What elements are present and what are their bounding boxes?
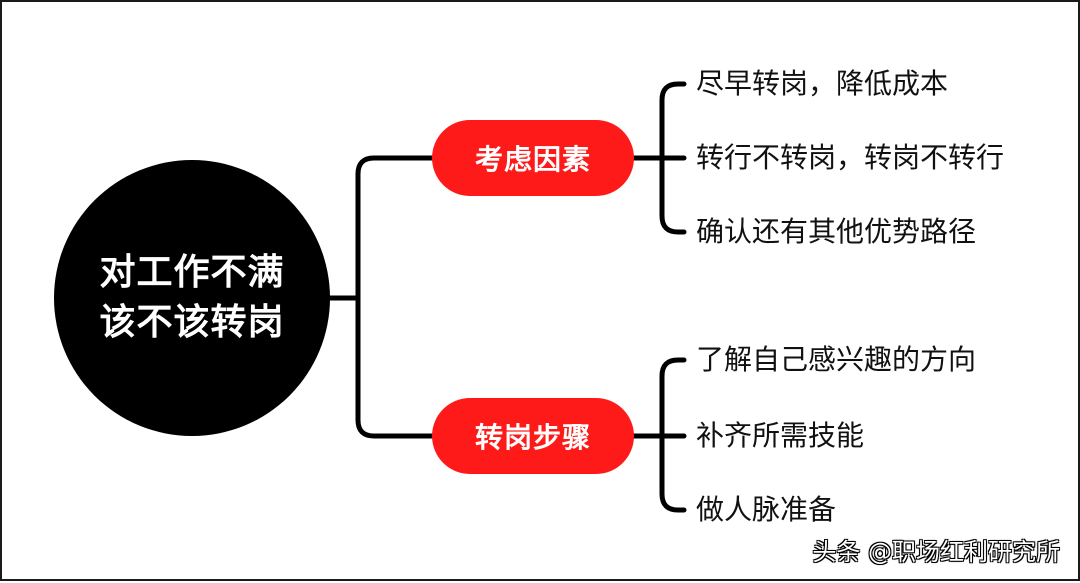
leaf-node: 转行不转岗，转岗不转行 (696, 141, 1005, 174)
leaf-connector-1-1 (659, 81, 687, 161)
branch-node-considerations: 考虑因素 (432, 120, 634, 196)
branch-node-steps: 转岗步骤 (432, 398, 634, 474)
leaf-connector-2-1 (659, 357, 687, 439)
root-title-line-1: 对工作不满 (99, 252, 285, 293)
watermark-text: 头条 @职场红利研究所 (812, 538, 1060, 566)
root-title-line-2: 该不该转岗 (99, 302, 285, 343)
branch-connector-1 (355, 155, 435, 301)
leaf-connector-1-3 (659, 155, 687, 235)
leaf-node: 做人脉准备 (696, 493, 837, 526)
leaf-connector-2-3 (659, 433, 687, 513)
leaf-node: 尽早转岗，降低成本 (696, 67, 949, 100)
root-node: 对工作不满 该不该转岗 (54, 160, 330, 436)
leaf-node: 补齐所需技能 (696, 419, 865, 452)
leaf-node: 了解自己感兴趣的方向 (696, 343, 977, 376)
branch-connector-2 (355, 295, 435, 439)
leaf-node: 确认还有其他优势路径 (696, 215, 977, 248)
